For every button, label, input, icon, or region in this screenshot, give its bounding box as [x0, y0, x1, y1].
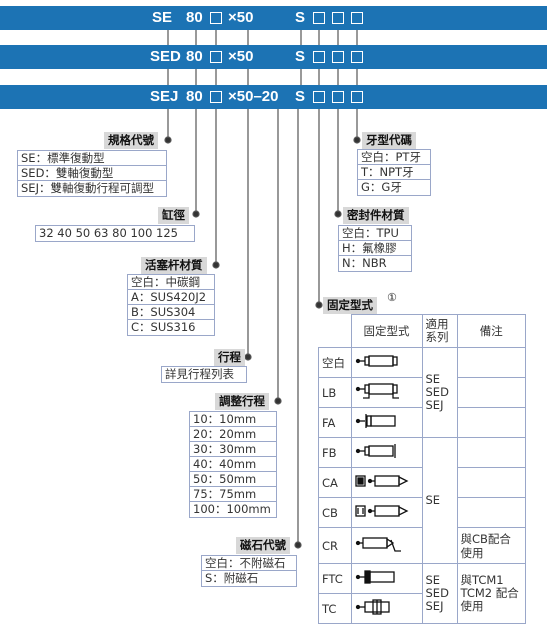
mount-table: 固定型式 適用系列 備注 空白 SE SED SEJ LB FA FB SE C… — [318, 314, 526, 624]
model-code-box: SE：標準復動型 SED：雙軸復動型 SEJ：雙軸復動行程可調型 — [17, 150, 167, 197]
code-stroke: ×50 — [228, 48, 254, 65]
code-bore: 80 — [186, 88, 203, 105]
mount-code: CR — [318, 527, 352, 564]
note-number: ① — [387, 291, 397, 304]
mount-code: CB — [318, 497, 352, 528]
thread-row: T：NPT牙 — [358, 165, 430, 180]
placeholder-box — [332, 12, 344, 24]
double-clevis-icon — [354, 505, 408, 517]
placeholder-box — [210, 12, 222, 24]
thread-row: G：G牙 — [361, 180, 402, 194]
mount-code: LB — [318, 377, 352, 408]
code-bore: 80 — [186, 9, 203, 26]
mount-code: FA — [318, 407, 352, 438]
mount-header-series: 適用系列 — [421, 314, 458, 348]
code-prefix: SEJ — [150, 88, 179, 105]
front-flange-icon — [355, 414, 396, 428]
mount-remark-cr: 與CB配合使用 — [456, 527, 526, 564]
placeholder-box — [332, 91, 344, 103]
center-trunnion-icon — [355, 599, 390, 615]
stroke-title: 行程 — [214, 349, 245, 366]
thread-title: 牙型代碼 — [362, 132, 416, 149]
code-stroke: ×50 — [228, 9, 254, 26]
mount-code: CA — [318, 467, 352, 498]
adjust-stroke-title: 調整行程 — [215, 393, 269, 410]
basic-mount-icon — [355, 355, 398, 367]
adjust-stroke-row: 75：75mm — [190, 487, 276, 502]
stroke-value: 詳見行程列表 — [165, 367, 234, 381]
magnet-row: 空白：不附磁石 — [202, 556, 296, 571]
front-trunnion-icon — [355, 570, 395, 584]
stroke-box: 詳見行程列表 — [161, 366, 247, 383]
single-clevis-icon — [354, 475, 408, 487]
adjust-stroke-row: 30：30mm — [190, 442, 276, 457]
mount-header-type: 固定型式 — [350, 314, 423, 348]
placeholder-box — [332, 51, 344, 63]
thread-row: 空白：PT牙 — [358, 150, 430, 165]
model-code-row: SEJ：雙軸復動行程可調型 — [21, 181, 154, 195]
code-s: S — [295, 9, 306, 26]
model-code-title: 規格代號 — [104, 132, 158, 149]
rod-material-box: 空白：中碳鋼 A：SUS420J2 B：SUS304 C：SUS316 — [127, 274, 215, 336]
code-banner-sej — [0, 85, 547, 109]
code-s: S — [295, 48, 306, 65]
adjust-stroke-row: 20：20mm — [190, 427, 276, 442]
seal-title: 密封件材質 — [343, 207, 409, 224]
clevis-bracket-icon — [355, 537, 401, 552]
rod-material-row: 空白：中碳鋼 — [128, 275, 214, 290]
thread-box: 空白：PT牙 T：NPT牙 G：G牙 — [357, 149, 431, 196]
placeholder-box — [351, 51, 363, 63]
adjust-stroke-row: 100：100mm — [193, 502, 271, 516]
seal-box: 空白：TPU H：氟橡膠 N：NBR — [338, 225, 412, 272]
mount-series-2: SE — [421, 437, 458, 564]
adjust-stroke-row: 40：40mm — [190, 457, 276, 472]
bore-values: 32 40 50 63 80 100 125 — [39, 226, 178, 240]
code-banner-se — [0, 6, 547, 30]
rod-material-row: A：SUS420J2 — [128, 290, 214, 305]
mount-series-3: SE SED SEJ — [421, 563, 458, 624]
foot-mount-icon — [355, 383, 399, 399]
mount-code: FB — [318, 437, 352, 468]
seal-row: H：氟橡膠 — [339, 241, 411, 256]
code-stroke: ×50–20 — [228, 88, 279, 105]
mount-remark-tc: 與TCM1 TCM2 配合使用 — [456, 563, 526, 624]
rod-material-row: B：SUS304 — [128, 305, 214, 320]
code-prefix: SED — [150, 48, 181, 65]
adjust-stroke-row: 50：50mm — [190, 472, 276, 487]
mount-header-remark: 備注 — [456, 314, 526, 348]
model-code-row: SE：標準復動型 — [18, 151, 166, 166]
seal-row: N：NBR — [342, 256, 387, 270]
seal-row: 空白：TPU — [339, 226, 411, 241]
placeholder-box — [313, 51, 325, 63]
code-s: S — [295, 88, 306, 105]
mount-series-1: SE SED SEJ — [421, 347, 458, 438]
rod-material-title: 活塞杆材質 — [141, 257, 207, 274]
code-prefix: SE — [152, 9, 173, 26]
code-bore: 80 — [186, 48, 203, 65]
bore-box: 32 40 50 63 80 100 125 — [35, 225, 195, 242]
placeholder-box — [313, 91, 325, 103]
magnet-title: 磁石代號 — [236, 537, 290, 554]
placeholder-box — [351, 91, 363, 103]
mount-code: FTC — [318, 563, 352, 594]
adjust-stroke-box: 10：10mm 20：20mm 30：30mm 40：40mm 50：50mm … — [189, 411, 277, 518]
placeholder-box — [351, 12, 363, 24]
placeholder-box — [210, 91, 222, 103]
magnet-row: S：附磁石 — [205, 571, 259, 585]
magnet-box: 空白：不附磁石 S：附磁石 — [201, 555, 297, 587]
placeholder-box — [313, 12, 325, 24]
bore-title: 缸徑 — [158, 207, 189, 224]
code-banner-sed — [0, 45, 547, 69]
rear-flange-icon — [355, 444, 396, 458]
mount-code: 空白 — [318, 347, 352, 378]
rod-material-row: C：SUS316 — [131, 320, 196, 334]
placeholder-box — [210, 51, 222, 63]
model-code-row: SED：雙軸復動型 — [18, 166, 166, 181]
mount-code: TC — [318, 593, 352, 624]
adjust-stroke-row: 10：10mm — [190, 412, 276, 427]
mount-title: 固定型式 — [323, 297, 377, 314]
